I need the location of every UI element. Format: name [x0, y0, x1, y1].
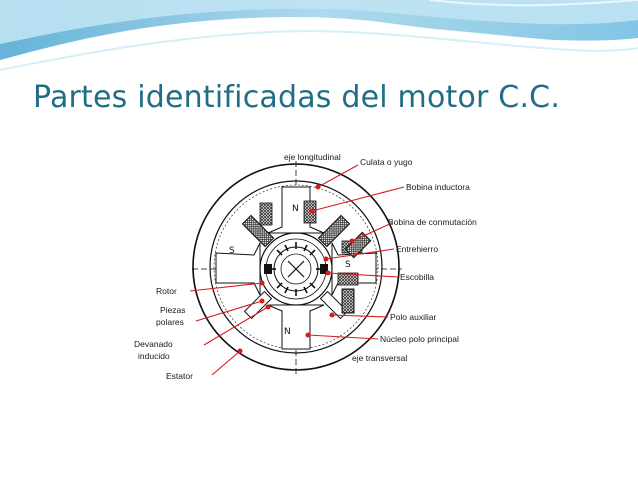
main-pole-south-left: S — [215, 242, 261, 296]
pole-letter-s-right: S — [345, 260, 351, 270]
pole-letter-s-left: S — [229, 246, 235, 256]
motor-diagram-svg: N N S S — [134, 152, 477, 381]
brush-right — [320, 264, 328, 274]
slide-title: Partes identificadas del motor C.C. — [33, 80, 561, 115]
label-devanado: Devanado — [134, 339, 173, 349]
label-inducido: inducido — [138, 351, 170, 361]
label-rotor: Rotor — [156, 286, 177, 296]
main-pole-north: N — [259, 186, 325, 234]
label-escobilla: Escobilla — [400, 272, 434, 282]
label-entrehierro: Entrehierro — [396, 244, 438, 254]
label-estator: Estator — [166, 371, 193, 381]
pole-letter-n-top: N — [292, 204, 299, 214]
pole-letter-n-bottom: N — [284, 327, 291, 337]
leader-lines — [189, 164, 405, 376]
label-eje-transversal: eje transversal — [352, 353, 407, 363]
label-culata: Culata o yugo — [360, 157, 413, 167]
label-piezas: Piezas — [160, 305, 186, 315]
label-bobina-inductora: Bobina inductora — [406, 182, 470, 192]
label-nucleo-polo: Núcleo polo principal — [380, 334, 459, 344]
motor-diagram: N N S S — [112, 145, 500, 385]
main-pole-north-bottom: N — [267, 304, 325, 350]
rotor — [259, 232, 333, 306]
auxiliary-poles — [241, 214, 372, 320]
decorative-banner — [0, 0, 638, 71]
brush-left — [264, 264, 272, 274]
label-polares: polares — [156, 317, 184, 327]
label-eje-longitudinal: eje longitudinal — [284, 152, 341, 162]
label-bobina-conmutacion: Bobina de conmutación — [388, 217, 477, 227]
label-polo-auxiliar: Polo auxiliar — [390, 312, 436, 322]
